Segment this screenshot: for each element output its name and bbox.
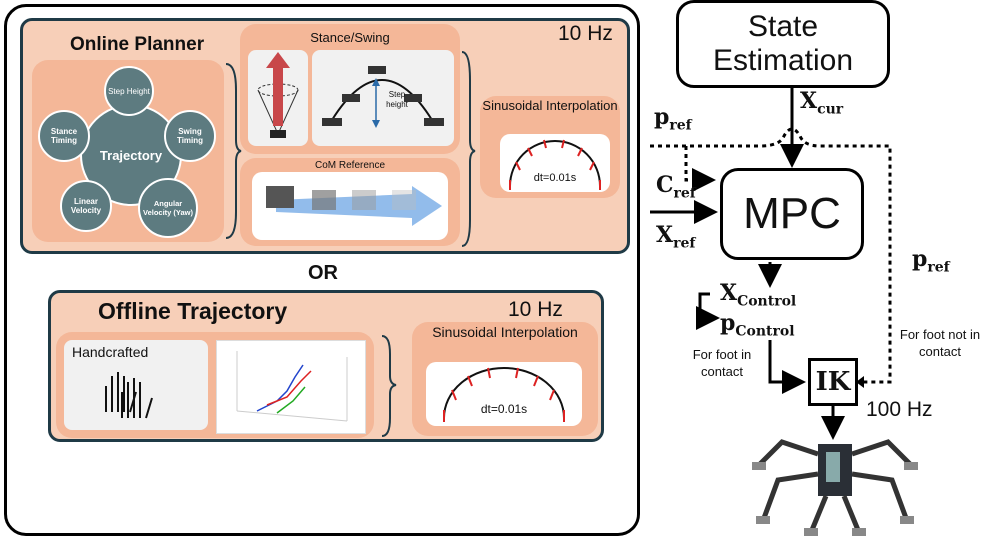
online-dt-label: dt=0.01s	[533, 172, 577, 184]
ik-frequency: 100 Hz	[866, 398, 933, 421]
ik-box: IK	[808, 358, 858, 406]
or-label: OR	[308, 262, 338, 284]
com-arrow-icon	[266, 186, 442, 226]
offline-title: Offline Trajectory	[98, 298, 288, 324]
online-frequency: 10 Hz	[558, 22, 613, 45]
online-interp-arc-icon	[509, 139, 601, 190]
offline-frequency: 10 Hz	[508, 298, 563, 321]
stance-swing-title: Stance/Swing	[310, 30, 390, 45]
p-ref-label: pref	[654, 104, 692, 134]
node-linear-velocity: Linear Velocity	[60, 180, 112, 232]
p-ref-right-label: pref	[912, 246, 950, 276]
node-swing-timing: Swing Timing	[164, 110, 216, 162]
com-robot-image	[252, 172, 448, 240]
hands-icon	[105, 372, 153, 419]
offline-dt-label: dt=0.01s	[480, 402, 528, 416]
mpc-label: MPC	[743, 189, 841, 238]
x-ref-label: Xref	[656, 222, 696, 252]
cluster-bracket	[225, 63, 242, 239]
stance-cone-image	[248, 50, 308, 146]
trajectory-3d-plot	[216, 340, 366, 434]
stance-cone-icon	[257, 52, 299, 138]
node-angular-velocity: Angular Velocity (Yaw)	[138, 178, 198, 238]
swing-arc-icon	[322, 66, 444, 128]
handcrafted-label: Handcrafted	[72, 344, 149, 360]
foot-not-contact-label: For foot not in contact	[899, 327, 981, 359]
online-planner-title: Online Planner	[70, 34, 205, 55]
offline-bracket	[381, 335, 397, 437]
state-estimation-box: State Estimation	[676, 0, 890, 88]
ik-label: IK	[815, 367, 851, 397]
hexapod-robot-image	[752, 439, 918, 536]
online-interp-plot	[500, 134, 610, 192]
offline-interp-plot	[426, 362, 582, 426]
node-step-height: Step Height	[104, 66, 154, 116]
mpc-box: MPC	[720, 168, 864, 260]
x-control-label: XControl	[720, 280, 797, 310]
x-cur-label: Xcur	[800, 88, 844, 118]
stance-bracket	[461, 51, 476, 247]
state-estimation-label: State Estimation	[712, 10, 854, 77]
foot-contact-label: For foot in contact	[692, 347, 752, 379]
planner-container	[4, 4, 640, 536]
c-ref-label: Cref	[656, 172, 696, 202]
p-control-label: pControl	[720, 310, 795, 340]
offline-interp-arc-icon	[443, 367, 565, 422]
step-height-label: Step height	[386, 90, 408, 109]
offline-interp-title: Sinusoidal Interpolation	[432, 324, 578, 340]
handcrafted-box	[64, 340, 208, 430]
swing-arc-image	[312, 50, 454, 146]
com-reference-title: CoM Reference	[314, 160, 386, 171]
node-stance-timing: Stance Timing	[38, 110, 90, 162]
trajectory-label: Trajectory	[99, 147, 163, 163]
online-interp-title: Sinusoidal Interpolation	[482, 98, 618, 113]
trajectory-3d-icon	[236, 351, 348, 422]
